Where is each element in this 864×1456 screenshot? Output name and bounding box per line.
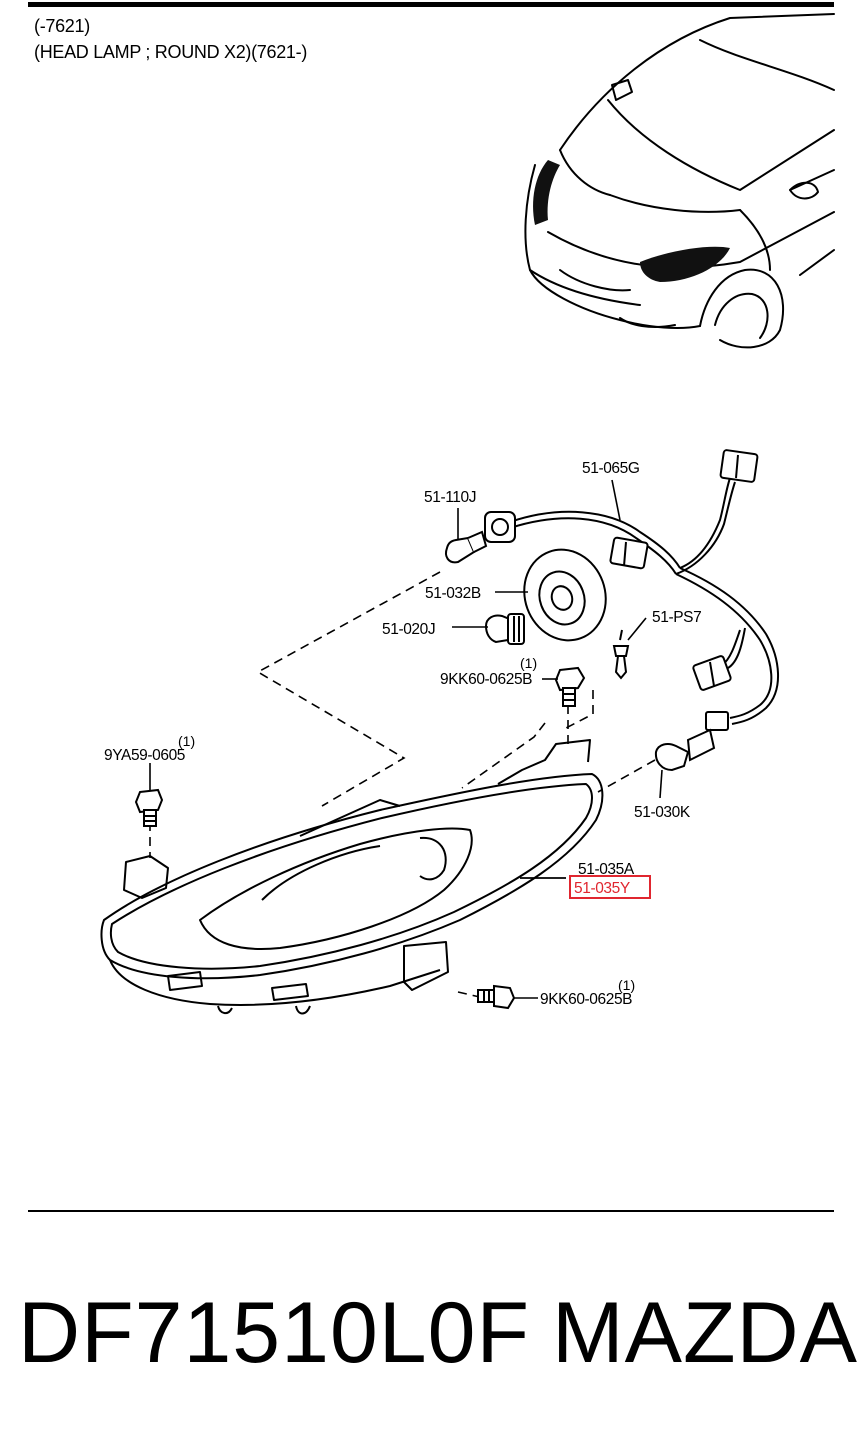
label-51-035A: 51-035A	[578, 861, 635, 878]
highlight-box-51-035Y	[569, 875, 651, 899]
brand-name: MAZDA	[552, 1285, 858, 1381]
qty-bolt-left: (1)	[178, 733, 195, 749]
harness-connectors	[609, 449, 759, 731]
car-front-illustration	[524, 13, 835, 349]
headlamp-exploded-diagram: 51-065G 51-110J 51-032B 51-020J 51-PS7 (…	[100, 13, 835, 1015]
label-51-030K: 51-030K	[634, 804, 691, 821]
header-code-range: (-7621)	[34, 16, 90, 36]
wiring-harness	[509, 477, 779, 725]
label-51-PS7: 51-PS7	[652, 609, 701, 626]
socket-bulb-51-030K	[654, 728, 716, 772]
car-headlamp-left-highlight	[533, 160, 560, 225]
label-51-110J: 51-110J	[424, 489, 476, 506]
main-bulb-51-020J	[484, 613, 525, 645]
label-51-032B: 51-032B	[425, 585, 481, 602]
lamp-cap-51-032B	[523, 548, 607, 642]
label-9KK60-0625B-top: 9KK60-0625B	[440, 671, 532, 688]
bolt-bottom-9KK60-0625B	[477, 984, 516, 1010]
label-51-065G: 51-065G	[582, 460, 640, 477]
bolt-top-9KK60-0625B	[554, 666, 586, 707]
headlamp-housing	[100, 739, 604, 1015]
clip-51-PS7	[612, 629, 630, 680]
bolt-left-9YA59-0605	[134, 788, 164, 827]
small-bulb-51-110J	[445, 511, 516, 564]
label-51-035Y: 51-035Y	[574, 880, 630, 897]
header-description: (HEAD LAMP ; ROUND X2)(7621-)	[34, 42, 308, 62]
label-leaders	[149, 479, 663, 999]
top-rule	[28, 2, 834, 7]
qty-bolt-top: (1)	[520, 655, 537, 671]
label-9YA59-0605: 9YA59-0605	[104, 747, 185, 764]
label-51-020J: 51-020J	[382, 621, 435, 638]
part-number: DF71510L0F	[18, 1285, 530, 1381]
car-headlamp-right-highlight	[640, 246, 730, 282]
bottom-rule	[28, 1210, 834, 1212]
label-9KK60-0625B-bottom: 9KK60-0625B	[540, 991, 632, 1008]
qty-bolt-bottom: (1)	[618, 977, 635, 993]
